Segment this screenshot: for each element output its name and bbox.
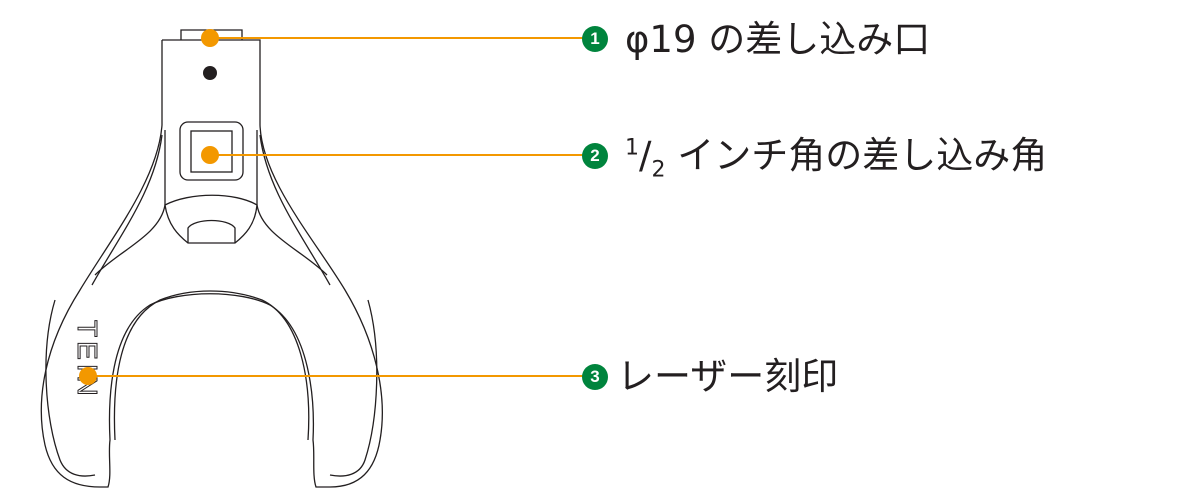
wrench-outline xyxy=(40,29,383,488)
engraving-text: TEIN xyxy=(72,320,103,400)
callout-label-1: φ19 の差し込み口 xyxy=(625,18,931,61)
pin-hole xyxy=(203,66,217,80)
leader-lines xyxy=(88,37,584,377)
fraction-numerator: 1 xyxy=(625,135,639,161)
callout-dots xyxy=(79,29,219,385)
callout-label-2: 1/2 インチ角の差し込み角 xyxy=(625,137,1047,181)
fraction-slash: / xyxy=(639,134,652,177)
callout-text-2: インチ角の差し込み角 xyxy=(665,134,1048,177)
callout-label-3: レーザー刻印 xyxy=(617,355,839,398)
fraction-denominator: 2 xyxy=(651,157,666,183)
callout-badge-1: 1 xyxy=(582,26,608,52)
callout-badge-2: 2 xyxy=(582,143,608,169)
callout-badge-3: 3 xyxy=(582,364,608,390)
